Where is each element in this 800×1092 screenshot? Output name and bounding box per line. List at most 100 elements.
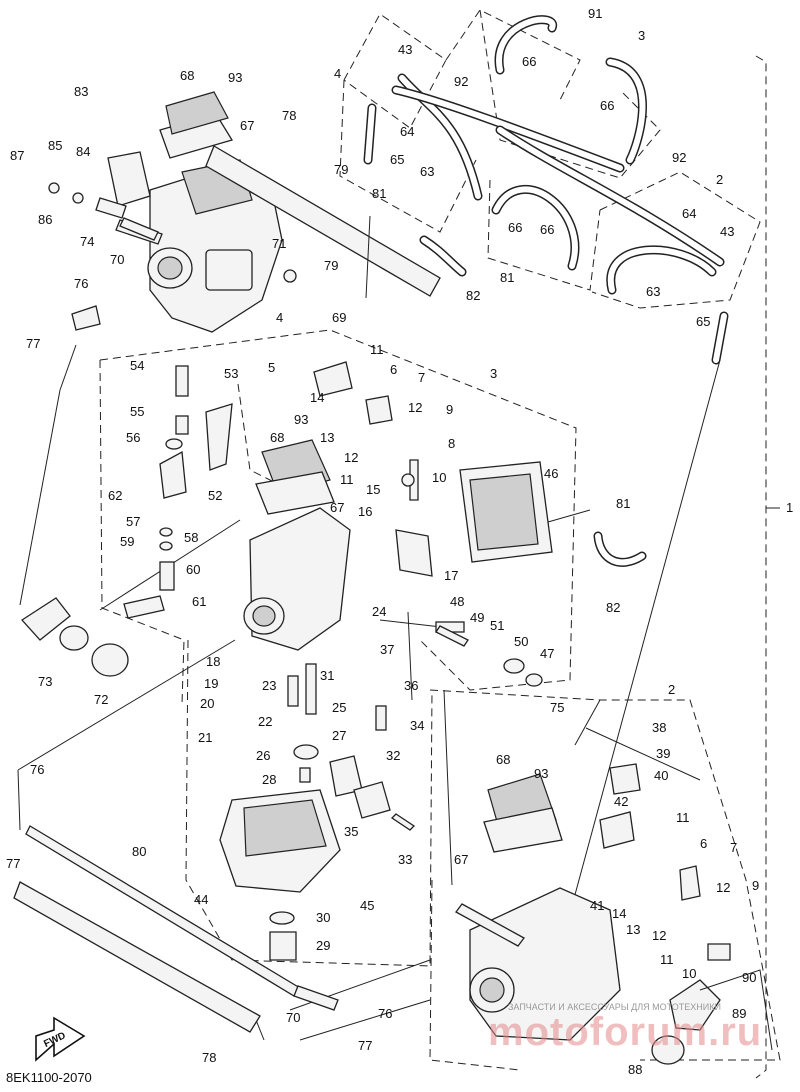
callout-28: 28 xyxy=(262,772,276,787)
callout-75: 75 xyxy=(550,700,564,715)
callout-76: 76 xyxy=(378,1006,392,1021)
callout-77: 77 xyxy=(6,856,20,871)
callout-17: 17 xyxy=(444,568,458,583)
callout-39: 39 xyxy=(656,746,670,761)
callout-72: 72 xyxy=(94,692,108,707)
callout-30: 30 xyxy=(316,910,330,925)
callout-4: 4 xyxy=(276,310,283,325)
callout-32: 32 xyxy=(386,748,400,763)
callout-56: 56 xyxy=(126,430,140,445)
callout-92: 92 xyxy=(454,74,468,89)
callout-38: 38 xyxy=(652,720,666,735)
callout-93: 93 xyxy=(294,412,308,427)
callout-60: 60 xyxy=(186,562,200,577)
callout-12: 12 xyxy=(344,450,358,465)
callout-12: 12 xyxy=(408,400,422,415)
callout-81: 81 xyxy=(616,496,630,511)
callout-77: 77 xyxy=(358,1038,372,1053)
callout-65: 65 xyxy=(696,314,710,329)
callout-43: 43 xyxy=(398,42,412,57)
watermark-tagline: ЗАПЧАСТИ И АКСЕССУАРЫ ДЛЯ МОТОТЕХНИКИ xyxy=(508,1002,721,1012)
carburetor-2 xyxy=(469,763,773,1065)
callout-41: 41 xyxy=(590,898,604,913)
callout-70: 70 xyxy=(286,1010,300,1025)
callout-91: 91 xyxy=(588,6,602,21)
diagram-code: 8EK1100-2070 xyxy=(6,1070,92,1085)
callout-93: 93 xyxy=(228,70,242,85)
callout-73: 73 xyxy=(38,674,52,689)
callout-29: 29 xyxy=(316,938,330,953)
callout-71: 71 xyxy=(272,236,286,251)
callout-78: 78 xyxy=(202,1050,216,1065)
callout-11: 11 xyxy=(676,810,690,825)
callout-59: 59 xyxy=(120,534,134,549)
callout-1: 1 xyxy=(786,500,793,515)
callout-11: 11 xyxy=(660,952,674,967)
callout-76: 76 xyxy=(74,276,88,291)
callout-67: 67 xyxy=(454,852,468,867)
callout-3: 3 xyxy=(638,28,645,43)
small-parts-left xyxy=(21,365,189,677)
callout-64: 64 xyxy=(682,206,696,221)
callout-76: 76 xyxy=(30,762,44,777)
callout-83: 83 xyxy=(74,84,88,99)
callout-23: 23 xyxy=(262,678,276,693)
callout-labels: 1 2 2 3 3 4 4 5 6 6 7 7 8 9 9 10 10 11 1… xyxy=(6,6,793,1077)
callout-63: 63 xyxy=(420,164,434,179)
callout-10: 10 xyxy=(432,470,446,485)
callout-22: 22 xyxy=(258,714,272,729)
callout-64: 64 xyxy=(400,124,414,139)
carburetor-4 xyxy=(48,91,441,333)
callout-82: 82 xyxy=(466,288,480,303)
callout-13: 13 xyxy=(626,922,640,937)
callout-67: 67 xyxy=(240,118,254,133)
callout-66: 66 xyxy=(600,98,614,113)
callout-11: 11 xyxy=(340,472,354,487)
callout-15: 15 xyxy=(366,482,380,497)
callout-82: 82 xyxy=(606,600,620,615)
leader-lines xyxy=(17,344,721,1041)
callout-92: 92 xyxy=(672,150,686,165)
carburetor-3 xyxy=(159,361,553,961)
callout-57: 57 xyxy=(126,514,140,529)
callout-13: 13 xyxy=(320,430,334,445)
fwd-arrow-icon: FWD xyxy=(35,1016,86,1062)
callout-79: 79 xyxy=(334,162,348,177)
callout-54: 54 xyxy=(130,358,144,373)
callout-66: 66 xyxy=(508,220,522,235)
callout-68: 68 xyxy=(180,68,194,83)
callout-20: 20 xyxy=(200,696,214,711)
callout-50: 50 xyxy=(514,634,528,649)
callout-9: 9 xyxy=(752,878,759,893)
callout-88: 88 xyxy=(628,1062,642,1077)
callout-6: 6 xyxy=(390,362,397,377)
callout-43: 43 xyxy=(720,224,734,239)
callout-85: 85 xyxy=(48,138,62,153)
callout-69: 69 xyxy=(332,310,346,325)
callout-90: 90 xyxy=(742,970,756,985)
callout-36: 36 xyxy=(404,678,418,693)
callout-67: 67 xyxy=(330,500,344,515)
callout-4: 4 xyxy=(334,66,341,81)
callout-81: 81 xyxy=(500,270,514,285)
callout-27: 27 xyxy=(332,728,346,743)
callout-31: 31 xyxy=(320,668,334,683)
callout-80: 80 xyxy=(132,844,146,859)
callout-65: 65 xyxy=(390,152,404,167)
vent-hoses-upper xyxy=(363,15,729,567)
shafts xyxy=(13,217,525,1033)
callout-7: 7 xyxy=(418,370,425,385)
callout-66: 66 xyxy=(540,222,554,237)
callout-33: 33 xyxy=(398,852,412,867)
callout-35: 35 xyxy=(344,824,358,839)
callout-34: 34 xyxy=(410,718,424,733)
callout-51: 51 xyxy=(490,618,504,633)
callout-52: 52 xyxy=(208,488,222,503)
callout-68: 68 xyxy=(496,752,510,767)
callout-87: 87 xyxy=(10,148,24,163)
callout-78: 78 xyxy=(282,108,296,123)
callout-9: 9 xyxy=(446,402,453,417)
callout-19: 19 xyxy=(204,676,218,691)
watermark-logo: motoforum.ru xyxy=(488,1010,763,1054)
